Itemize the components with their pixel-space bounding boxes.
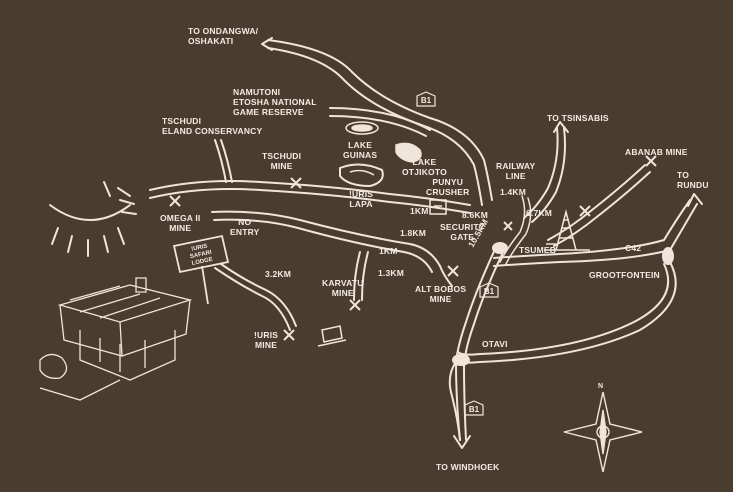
label-no-entry: NO ENTRY [230, 217, 260, 237]
mine-security-icon [503, 221, 513, 231]
road-to-windhoek [448, 361, 461, 441]
label-grootfontein: GROOTFONTEIN [589, 270, 660, 280]
compass-n-label: N [598, 383, 604, 390]
distance-1-8km: 1.8km [400, 228, 427, 238]
lake-otjikoto-shape [395, 142, 422, 163]
tsumeb-town [492, 242, 508, 254]
distance-1km-a: 1km [410, 206, 429, 216]
road-west-lower [211, 210, 441, 273]
b1-middle-label: B1 [483, 286, 495, 296]
distance-1-4km: 1.4km [500, 187, 527, 197]
road-namutoni-spur [329, 107, 431, 137]
label-tschudi-mine: TSCHUDI MINE [262, 151, 302, 171]
mine-abanab-icon [645, 155, 657, 167]
distance-1-3km: 1.3km [378, 268, 405, 278]
crusher-icon [429, 199, 447, 215]
distance-3-2km: 3.2km [265, 269, 292, 279]
road-to-abanab [547, 164, 651, 247]
mine-alt-bobos-icon [447, 265, 459, 277]
arrow-tsinsabis-icon [553, 121, 569, 133]
label-otavi: OTAVI [482, 339, 508, 349]
distance-6-7km: 6.7km [526, 208, 553, 218]
grootfontein-town [662, 247, 674, 265]
mine-uris-icon [283, 329, 295, 341]
uris-lapa-shape [339, 163, 384, 188]
b1-north-label: B1 [420, 95, 432, 105]
lodge-sign-icon [172, 234, 230, 305]
label-punyu-crusher: PUNYU CRUSHER [426, 177, 470, 197]
distance-1km-b: 1km [379, 246, 398, 256]
label-tsumeb: TSUMEB [519, 245, 557, 255]
mine-omega-icon [169, 195, 181, 207]
label-security-gate: SECURITY GATE [440, 222, 485, 242]
label-alt-bobos-mine: ALT BOBOS MINE [415, 284, 467, 304]
arrow-ondangwa-icon [261, 37, 273, 51]
label-abanab-mine: ABANAB MINE [625, 147, 688, 157]
label-omega-mine: OMEGA II MINE [160, 213, 201, 233]
label-uris-lapa: !URIS LAPA [349, 189, 374, 209]
sun-icon [49, 181, 137, 257]
label-to-ondangwa: TO ONDANGWA/ OSHAKATI [188, 26, 259, 46]
road-alt-bobos [439, 265, 453, 287]
label-railway-line: RAILWAY LINE [496, 161, 536, 181]
label-to-tsinsabis: TO TSINSABIS [547, 113, 609, 123]
lake-guinas-shape [345, 121, 379, 135]
otavi-town [452, 354, 470, 366]
mine-karvatu-icon [349, 299, 361, 311]
road-karvatu [353, 251, 369, 301]
road-to-rundu-c42 [493, 199, 698, 267]
lodge-illustration-icon [39, 277, 193, 401]
arrow-windhoek-icon [453, 435, 471, 449]
mine-tschudi-icon [290, 177, 302, 189]
distance-8-6km: 8.6km [462, 210, 489, 220]
b1-middle-shield: B1 [479, 282, 499, 298]
road-to-tsinsabis [523, 127, 566, 223]
label-lake-otjikoto: LAKE OTJIKOTO [402, 157, 447, 177]
compass-rose-icon [563, 391, 643, 473]
road-west-main [149, 180, 471, 214]
label-uris-mine: !URIS MINE [254, 330, 279, 350]
arrow-rundu-icon [687, 193, 703, 207]
headframe-icon [544, 209, 590, 251]
label-c42: C42 [625, 243, 642, 253]
label-lake-guinas: LAKE GUINAS [343, 140, 378, 160]
label-namutoni: NAMUTONI ETOSHA NATIONAL GAME RESERVE [233, 87, 317, 117]
label-to-rundu: TO RUNDU [677, 170, 709, 190]
label-to-windhoek: TO WINDHOEK [436, 462, 500, 472]
b1-south-label: B1 [468, 404, 480, 414]
label-karvatu-mine: KARVATU MINE [322, 278, 364, 298]
cart-icon [317, 325, 347, 347]
road-tschudi-spur [214, 139, 233, 183]
label-tschudi-eland: TSCHUDI ELAND CONSERVANCY [162, 116, 263, 136]
railway-line [499, 195, 532, 265]
b1-north-shield: B1 [416, 91, 436, 107]
b1-south-shield: B1 [464, 400, 484, 416]
road-to-mines-south [214, 263, 297, 331]
road-b1-south [455, 244, 506, 441]
mine-tsumeb-icon [579, 205, 591, 217]
